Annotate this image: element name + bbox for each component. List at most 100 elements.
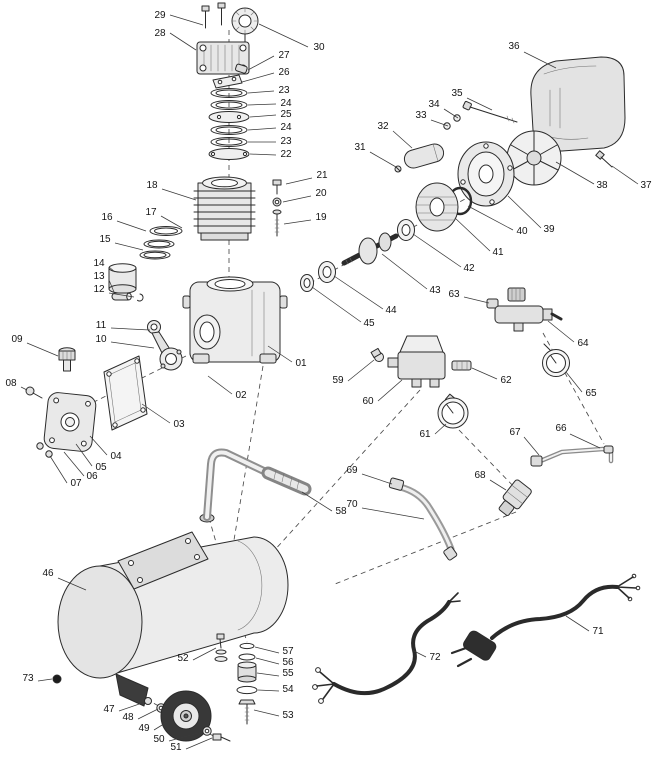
- part-label-38: 38: [596, 180, 608, 191]
- stator: [415, 182, 459, 232]
- part-label-13: 13: [93, 271, 105, 282]
- pipe-nipple: [451, 360, 472, 371]
- crankcase-gasket: [103, 355, 148, 431]
- part-label-71: 71: [592, 626, 604, 637]
- part-label-39: 39: [543, 224, 555, 235]
- part-label-06: 06: [86, 471, 98, 482]
- leader-line-43: [381, 253, 428, 290]
- leader-line-45: [311, 286, 362, 323]
- part-label-34: 34: [428, 99, 440, 110]
- part-label-41: 41: [492, 247, 504, 258]
- leader-line-60: [377, 379, 403, 402]
- part-label-44: 44: [385, 305, 397, 316]
- capacitor: [403, 143, 445, 169]
- leader-line-40: [467, 205, 514, 231]
- part-label-36: 36: [508, 41, 520, 52]
- motor-washers: [443, 114, 461, 130]
- breather-plug: [58, 347, 76, 372]
- leader-line-12: [108, 292, 135, 298]
- part-label-28: 28: [154, 28, 166, 39]
- part-label-05: 05: [95, 462, 107, 473]
- part-label-49: 49: [138, 723, 150, 734]
- leader-line-01: [267, 345, 293, 363]
- part-label-63: 63: [448, 289, 460, 300]
- part-label-25: 25: [280, 109, 292, 120]
- leader-line-56: [255, 657, 280, 665]
- outlet-fitting: [235, 63, 248, 74]
- leader-line-16: [116, 220, 147, 232]
- part-label-69: 69: [346, 465, 358, 476]
- part-label-23: 23: [280, 136, 292, 147]
- leader-line-08: [20, 386, 28, 391]
- regulator: [486, 287, 563, 332]
- part-label-70: 70: [346, 499, 358, 510]
- leader-line-07: [49, 455, 68, 484]
- leader-line-23: [247, 90, 275, 94]
- crankcase: [182, 276, 288, 364]
- motor-bolt: [462, 101, 518, 124]
- leader-line-17: [160, 215, 183, 229]
- handle: [199, 448, 312, 523]
- part-label-73: 73: [22, 673, 34, 684]
- part-label-10: 10: [95, 334, 107, 345]
- part-label-07: 07: [70, 478, 82, 489]
- leader-line-09: [26, 342, 59, 357]
- outlet-pipe: [530, 445, 614, 467]
- wheel-assembly: [144, 690, 231, 742]
- foot-mount-stack: [236, 642, 258, 725]
- piston-rings: [139, 226, 183, 260]
- part-label-45: 45: [363, 318, 375, 329]
- leader-line-13: [108, 279, 115, 293]
- part-label-20: 20: [315, 188, 327, 199]
- part-label-50: 50: [153, 734, 165, 745]
- leader-line-02: [207, 375, 233, 395]
- part-label-17: 17: [145, 207, 157, 218]
- leader-line-11: [110, 327, 151, 331]
- discharge-hose: [388, 477, 458, 561]
- part-label-51: 51: [170, 742, 182, 753]
- part-label-66: 66: [555, 423, 567, 434]
- leader-line-31: [369, 151, 397, 168]
- leader-line-22: [249, 153, 277, 156]
- leader-line-37: [611, 165, 639, 185]
- part-label-64: 64: [577, 338, 589, 349]
- motor-end-bell: [457, 141, 515, 207]
- part-label-42: 42: [463, 263, 475, 274]
- leader-line-15: [114, 242, 144, 251]
- leader-line-71: [565, 615, 590, 632]
- part-label-35: 35: [451, 88, 463, 99]
- fan: [506, 130, 562, 186]
- regulator-gauge: [542, 343, 570, 377]
- part-label-40: 40: [516, 226, 528, 237]
- part-label-27: 27: [278, 50, 290, 61]
- piston: [108, 263, 137, 294]
- leader-line-68: [489, 479, 507, 491]
- part-label-19: 19: [315, 212, 327, 223]
- part-label-08: 08: [5, 378, 17, 389]
- part-label-02: 02: [235, 390, 247, 401]
- part-label-11: 11: [96, 320, 107, 331]
- part-label-01: 01: [295, 358, 307, 369]
- leader-line-57: [254, 646, 280, 654]
- part-label-57: 57: [282, 646, 294, 657]
- leader-line-67: [523, 436, 540, 456]
- leader-line-42: [412, 233, 462, 268]
- part-labels: 2928302726232425242322212019181716151413…: [5, 10, 652, 753]
- leader-line-59: [347, 359, 375, 382]
- power-cord: [450, 573, 641, 668]
- pressure-switch: [387, 335, 446, 388]
- leader-line-70: [361, 507, 425, 520]
- leader-line-65: [565, 371, 583, 393]
- part-label-43: 43: [429, 285, 441, 296]
- leader-line-41: [454, 217, 491, 252]
- leader-line-32: [392, 130, 413, 149]
- leader-line-24: [247, 103, 277, 106]
- part-label-26: 26: [278, 67, 290, 78]
- part-label-04: 04: [110, 451, 122, 462]
- leader-line-04: [89, 435, 108, 456]
- check-valve: [498, 479, 532, 516]
- part-label-30: 30: [313, 42, 325, 53]
- cylinder: [193, 176, 256, 241]
